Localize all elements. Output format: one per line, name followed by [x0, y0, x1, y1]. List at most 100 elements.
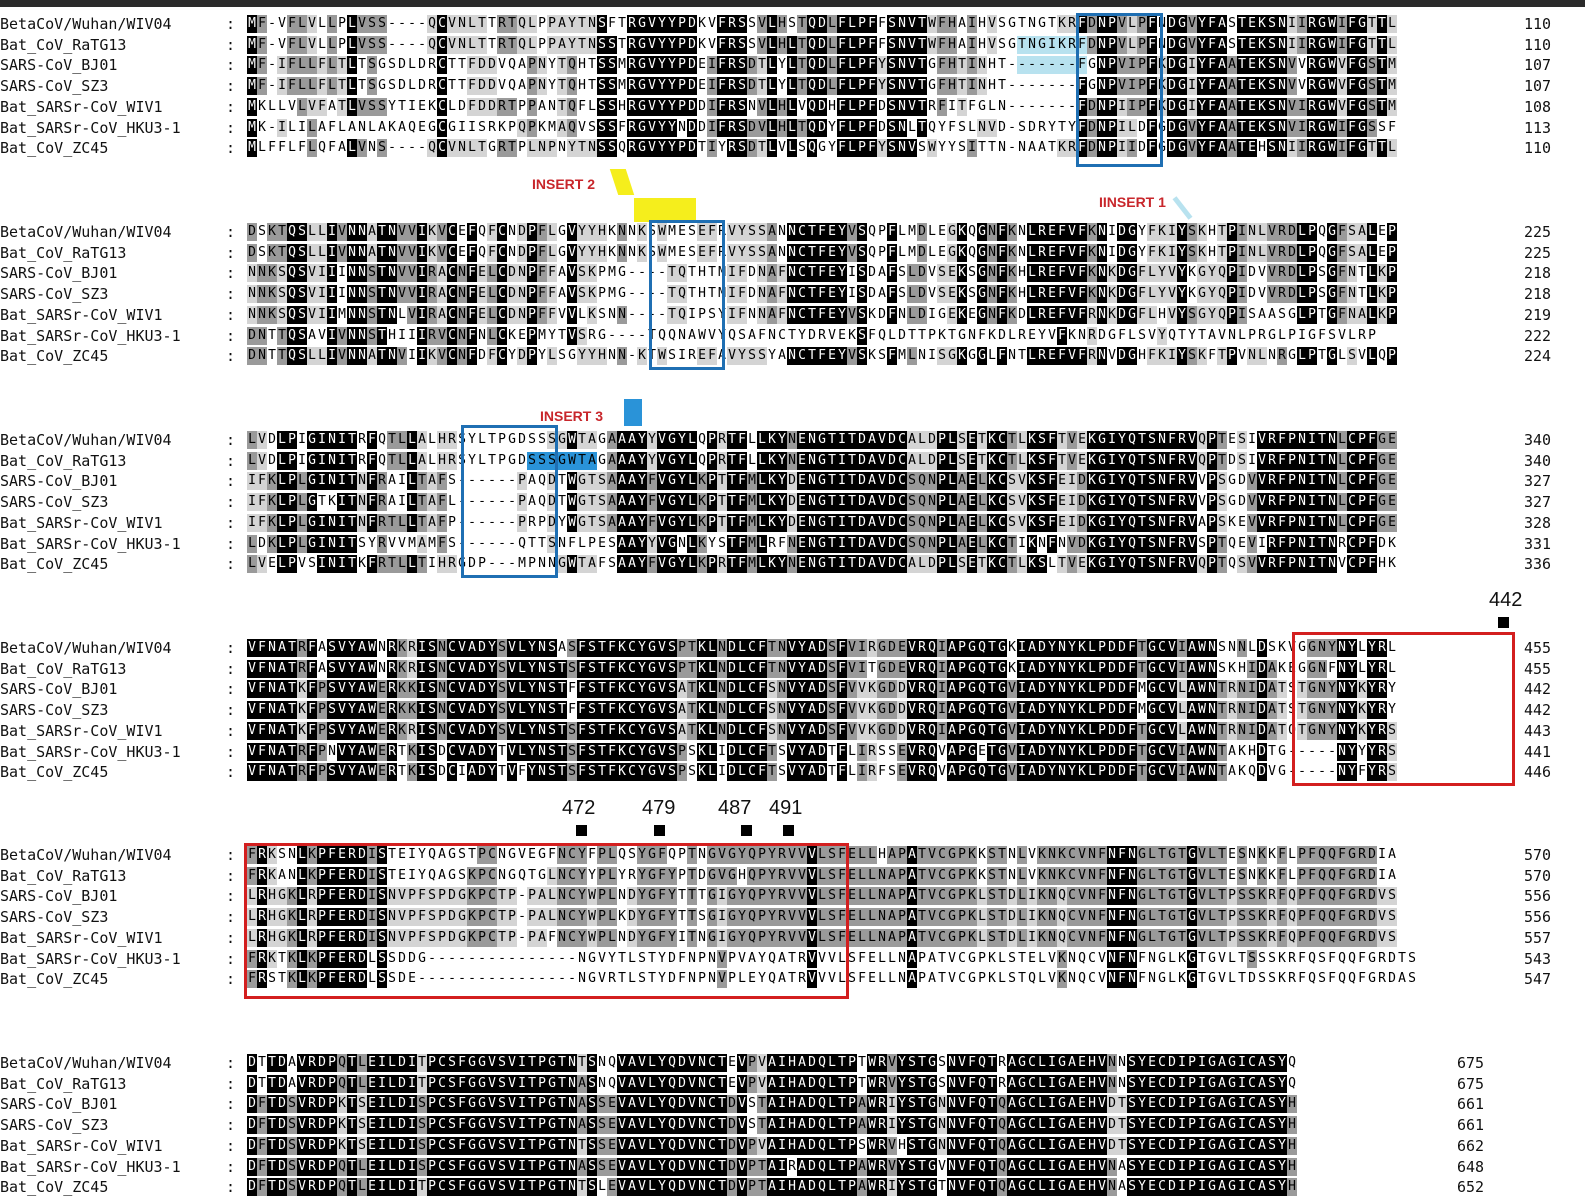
position-487-marker [741, 825, 752, 836]
separator-colon: : [226, 1116, 236, 1135]
separator-colon: : [226, 908, 236, 927]
residue-count: 218 [1524, 285, 1552, 304]
position-472-label: 472 [562, 797, 596, 819]
separator-colon: : [226, 1136, 236, 1155]
separator-colon: : [226, 970, 236, 989]
separator-colon: : [226, 1178, 236, 1197]
sequence-name: BetaCoV/Wuhan/WIV04 [0, 1054, 172, 1072]
separator-colon: : [226, 846, 236, 864]
insert-2-box [649, 220, 725, 370]
sequence-name: BetaCoV/Wuhan/WIV04 [0, 223, 172, 241]
residue-count: 225 [1524, 243, 1552, 262]
sequence-name: SARS-CoV_BJ01 [0, 264, 118, 283]
separator-colon: : [226, 264, 236, 283]
residue-count: 675 [1457, 1054, 1485, 1072]
sequence-name: Bat_CoV_ZC45 [0, 347, 109, 366]
residue-count: 547 [1524, 970, 1552, 989]
residue-count: 336 [1524, 555, 1552, 574]
position-479-marker [654, 825, 665, 836]
separator-colon: : [226, 659, 236, 678]
residue-count: 570 [1524, 866, 1552, 885]
position-479-label: 479 [642, 797, 676, 819]
separator-colon: : [226, 347, 236, 366]
insert-3-box [461, 425, 558, 578]
sequence-name: Bat_CoV_RaTG13 [0, 866, 127, 885]
position-442-label: 442 [1489, 589, 1523, 611]
separator-colon: : [226, 721, 236, 740]
residue-count: 570 [1524, 846, 1552, 864]
residue-count: 556 [1524, 887, 1552, 906]
sequence-name: Bat_CoV_ZC45 [0, 763, 109, 782]
residue-count: 224 [1524, 347, 1552, 366]
residue-count: 543 [1524, 949, 1552, 968]
sequence-name: SARS-CoV_SZ3 [0, 701, 109, 720]
sequence-name: BetaCoV/Wuhan/WIV04 [0, 15, 172, 33]
separator-colon: : [226, 15, 236, 33]
separator-colon: : [226, 77, 236, 96]
separator-colon: : [226, 493, 236, 512]
insert-1-box [1076, 13, 1163, 167]
insert-1-highlight-mark [1172, 196, 1193, 220]
rbd-box-block-4 [1292, 632, 1515, 786]
residue-count: 327 [1524, 493, 1552, 512]
sequence-name: Bat_SARSr-CoV_WIV1 [0, 305, 163, 324]
sequence-name: SARS-CoV_BJ01 [0, 1095, 118, 1114]
separator-colon: : [226, 555, 236, 574]
sequence-name: Bat_SARSr-CoV_WIV1 [0, 97, 163, 116]
residue-count: 110 [1524, 15, 1552, 33]
residue-count: 340 [1524, 451, 1552, 470]
residue-count: 443 [1524, 721, 1552, 740]
separator-colon: : [226, 326, 236, 345]
residue-count: 225 [1524, 223, 1552, 241]
sequence-name: Bat_SARSr-CoV_HKU3-1 [0, 326, 181, 345]
separator-colon: : [226, 1095, 236, 1114]
separator-colon: : [226, 742, 236, 761]
separator-colon: : [226, 305, 236, 324]
residue-count: 107 [1524, 77, 1552, 96]
insert-2-highlight-bar [634, 198, 696, 222]
separator-colon: : [226, 56, 236, 75]
position-487-label: 487 [718, 797, 752, 819]
sequence-name: Bat_CoV_RaTG13 [0, 35, 127, 54]
